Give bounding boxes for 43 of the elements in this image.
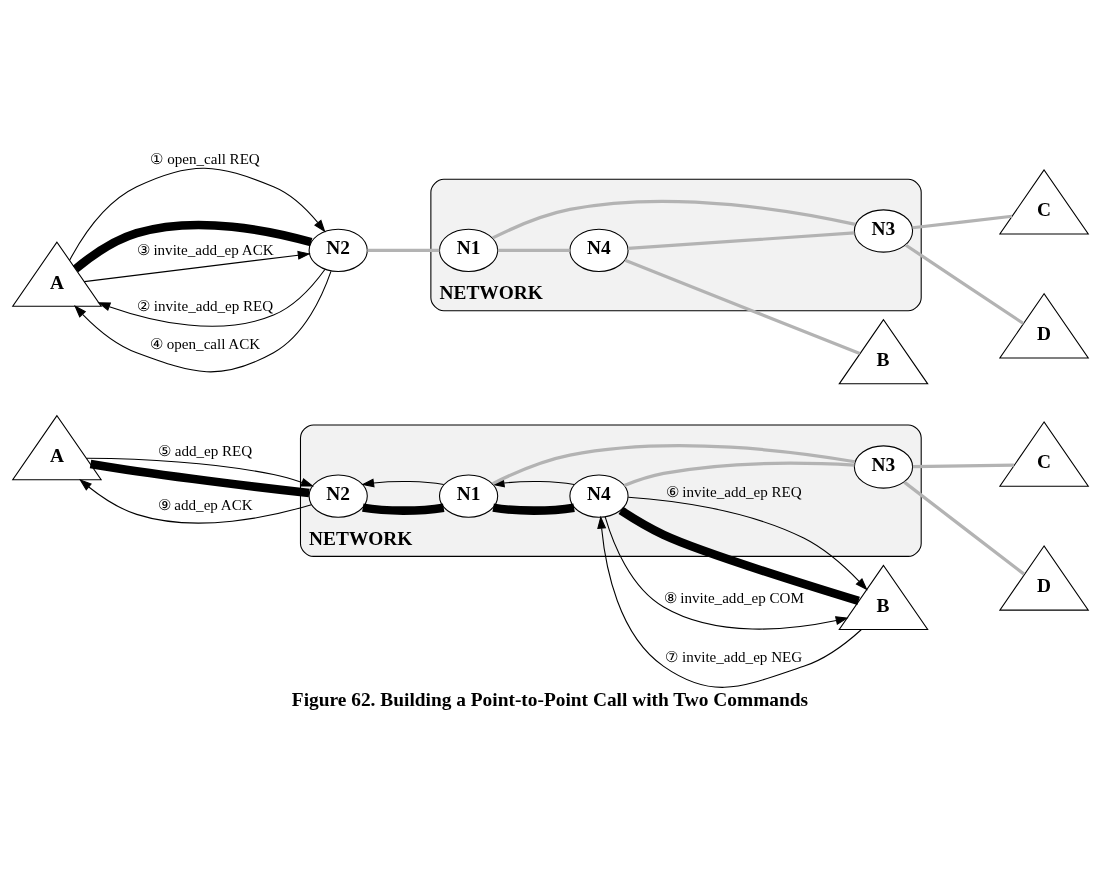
edge-label: ① open_call REQ (150, 150, 260, 167)
edge-label: ⑤ add_ep REQ (157, 442, 253, 459)
connector (362, 502, 445, 515)
node-ellipse: N4 (569, 473, 629, 518)
connector (624, 258, 861, 355)
edge-label: ④ open_call ACK (150, 335, 261, 352)
arrow (74, 270, 332, 372)
connector (623, 461, 855, 487)
arrow (86, 457, 314, 487)
node-ellipse: N4 (569, 228, 629, 272)
arrow (83, 250, 311, 282)
connector (904, 243, 1025, 325)
connector (912, 214, 1013, 229)
connector (497, 248, 570, 252)
arrow (361, 478, 445, 487)
connector (492, 502, 575, 515)
connector (628, 230, 855, 250)
connector (903, 480, 1025, 575)
arrow (79, 478, 312, 524)
arrow (69, 167, 326, 261)
connector (72, 220, 313, 272)
edge-label: ② invite_add_ep REQ (137, 297, 274, 314)
connector (912, 463, 1014, 468)
node-ellipse: N2 (308, 473, 368, 518)
caption: Figure 62. Building a Point-to-Point Call with Two Commands (291, 688, 809, 710)
edge-label: ⑦ invite_add_ep NEG (665, 648, 803, 665)
node-ellipse: N3 (853, 444, 914, 489)
connector (89, 459, 310, 497)
edge-label: ③ invite_add_ep ACK (136, 241, 274, 258)
arrow (604, 515, 849, 630)
connector (367, 248, 440, 252)
edge-label: ⑧ invite_add_ep COM (663, 589, 804, 606)
edge-label: ⑨ add_ep ACK (157, 496, 253, 513)
node-ellipse: N3 (853, 208, 914, 253)
node-ellipse: N1 (438, 228, 499, 272)
edge-label: ⑥ invite_add_ep REQ (665, 483, 802, 500)
connector (618, 506, 860, 605)
node-ellipse: N1 (438, 473, 499, 518)
arrow (627, 496, 868, 591)
connector (492, 199, 856, 239)
arrow (97, 268, 326, 327)
arrow (597, 515, 862, 688)
node-ellipse: N2 (308, 228, 368, 272)
